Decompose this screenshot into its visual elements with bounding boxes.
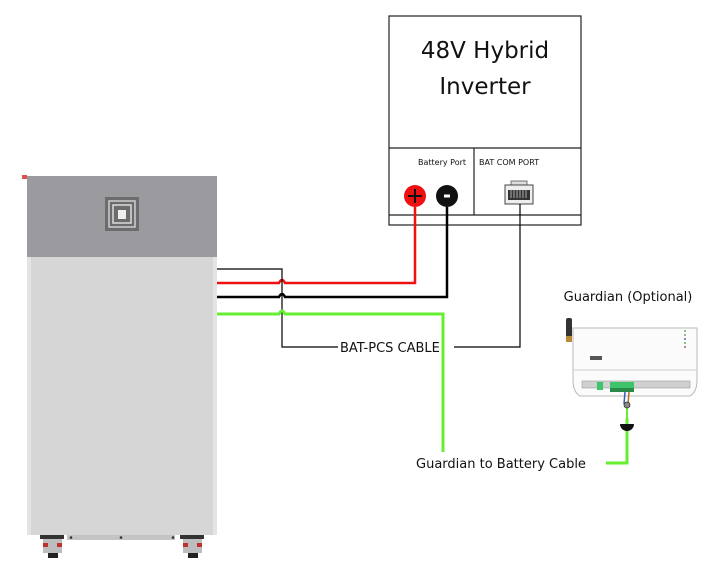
battery-logo-icon <box>105 197 139 231</box>
guardian-device <box>566 318 698 431</box>
guardian-terminal-block <box>610 382 634 392</box>
guardian-cable-label: Guardian to Battery Cable <box>416 457 586 472</box>
cable-connector-icon <box>620 424 634 431</box>
inverter-title-line2: Inverter <box>439 74 531 100</box>
battery-side-tab <box>22 175 27 179</box>
hybrid-inverter: 48V Hybrid Inverter Battery Port BAT COM… <box>388 15 582 226</box>
inverter-title-line1: 48V Hybrid <box>421 38 549 64</box>
positive-cable <box>217 207 417 285</box>
guardian-logo-icon <box>590 356 602 360</box>
guardian-title: Guardian (Optional) <box>564 290 693 305</box>
antenna-icon <box>566 318 572 342</box>
caster-wheel-right-icon <box>180 535 204 558</box>
guardian-housing <box>572 327 698 397</box>
rj45-port-icon <box>504 180 534 205</box>
battery-cabinet <box>22 175 217 558</box>
bat-com-port-label: BAT COM PORT <box>479 158 539 167</box>
cables <box>217 204 629 465</box>
caster-wheel-left-icon <box>40 535 64 558</box>
guardian-terminal-small <box>597 382 603 390</box>
negative-terminal-icon <box>436 185 458 207</box>
status-leds-icon <box>684 330 686 348</box>
bat-pcs-comm-cable <box>217 268 338 348</box>
guardian-battery-cable <box>217 309 445 452</box>
battery-port-label: Battery Port <box>418 158 466 167</box>
positive-terminal-icon <box>404 185 426 207</box>
battery-body <box>27 257 217 535</box>
bat-pcs-cable-label: BAT-PCS CABLE <box>340 341 440 356</box>
